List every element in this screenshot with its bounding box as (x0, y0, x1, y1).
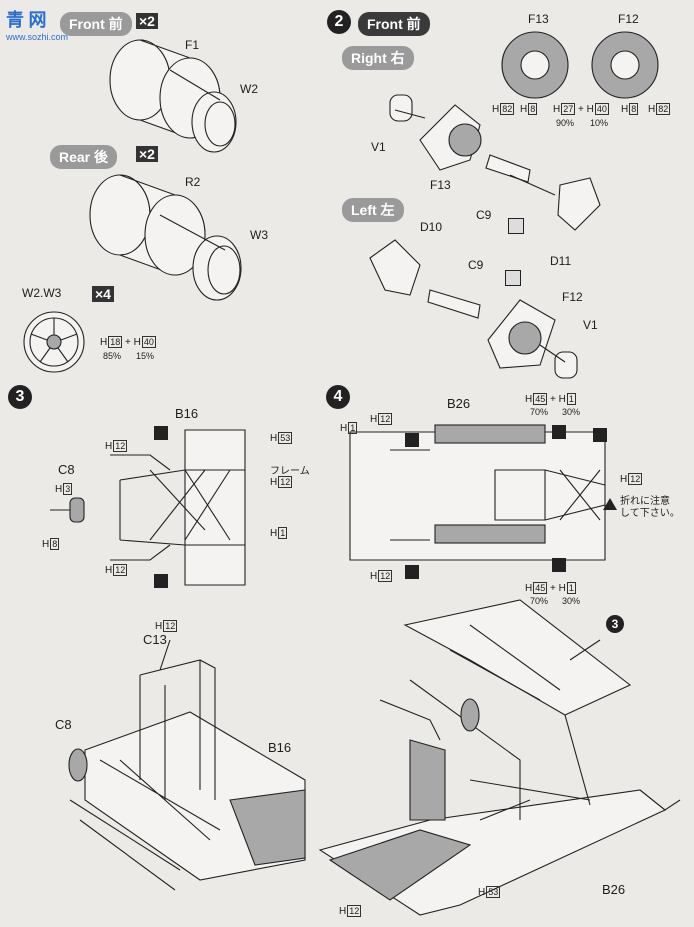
sticker-icon-4e (552, 558, 566, 572)
paint-ratio-bottom-2: 30% (562, 596, 581, 606)
sticker-icon-4b (552, 425, 566, 439)
part-label-c9-right: C9 (476, 208, 492, 222)
part-label-v1-left: V1 (583, 318, 598, 332)
ref-step-3: 3 (606, 615, 624, 633)
paint-ratio-bottom-1: 70% (530, 596, 549, 606)
watermark-char-1: 青 (6, 10, 24, 30)
step1-rear-multiplier: ×2 (136, 146, 158, 162)
part-label-b26: B26 (447, 396, 471, 411)
step1-front-label: Front 前 (60, 12, 132, 36)
sticker-icon-4d (405, 565, 419, 579)
watermark-url: www.sozhi.com (6, 32, 69, 42)
part-label-c8: C8 (58, 462, 75, 477)
part-label-f12: F12 (562, 290, 583, 304)
part-label-b16: B16 (175, 406, 199, 421)
part-label-b16-iso: B16 (268, 740, 292, 755)
sticker-icon-bottom (154, 574, 168, 588)
sticker-icon-4c (593, 428, 607, 442)
step-number-2: 2 (327, 10, 351, 34)
part-label-v1-right: V1 (371, 140, 386, 154)
part-label-w3: W3 (250, 228, 268, 242)
step-number-4: 4 (326, 385, 350, 409)
part-label-f1: F1 (185, 38, 200, 52)
part-label-f12-top: F12 (618, 12, 639, 26)
step2-left-label: Left 左 (342, 198, 404, 222)
wheel-paint-multiplier: ×4 (92, 286, 114, 302)
wheel-paint-ratio-2: 15% (136, 351, 155, 361)
step2-front-label: Front 前 (358, 12, 430, 36)
step2-right-label: Right 右 (342, 46, 414, 70)
sticker-icon-4a (405, 433, 419, 447)
paint-ratio-top-2: 30% (562, 407, 581, 417)
part-label-r2: R2 (185, 175, 201, 189)
disc-paint-ratio-1: 90% (556, 118, 575, 128)
step1-rear-label: Rear 後 (50, 145, 118, 169)
step1-front-multiplier: ×2 (136, 13, 158, 29)
part-label-f13-top: F13 (528, 12, 549, 26)
part-label-d10: D10 (420, 220, 443, 234)
part-label-f13: F13 (430, 178, 451, 192)
part-label-b26-iso: B26 (602, 882, 626, 897)
paint-ratio-top-1: 70% (530, 407, 549, 417)
part-label-d11: D11 (550, 254, 572, 268)
glue-icon-left (505, 270, 521, 286)
watermark-char-2: 网 (28, 10, 47, 30)
caution-text: 折れに注意 して下さい。 (620, 496, 680, 519)
wheel-paint-ratio-1: 85% (103, 351, 122, 361)
part-label-c8-iso: C8 (55, 717, 72, 732)
part-label-c9-left: C9 (468, 258, 484, 272)
wheel-paint-title: W2.W3 (22, 286, 62, 300)
sticker-icon-top (154, 426, 168, 440)
frame-label: フレーム (270, 466, 310, 477)
part-label-c13: C13 (143, 632, 167, 647)
caution-warning-icon (603, 498, 617, 510)
watermark-logo: 青 网 www.sozhi.com (6, 6, 68, 42)
glue-icon-right (508, 218, 524, 234)
step-number-3: 3 (8, 385, 32, 409)
part-label-w2: W2 (240, 82, 258, 96)
disc-paint-ratio-2: 10% (590, 118, 609, 128)
